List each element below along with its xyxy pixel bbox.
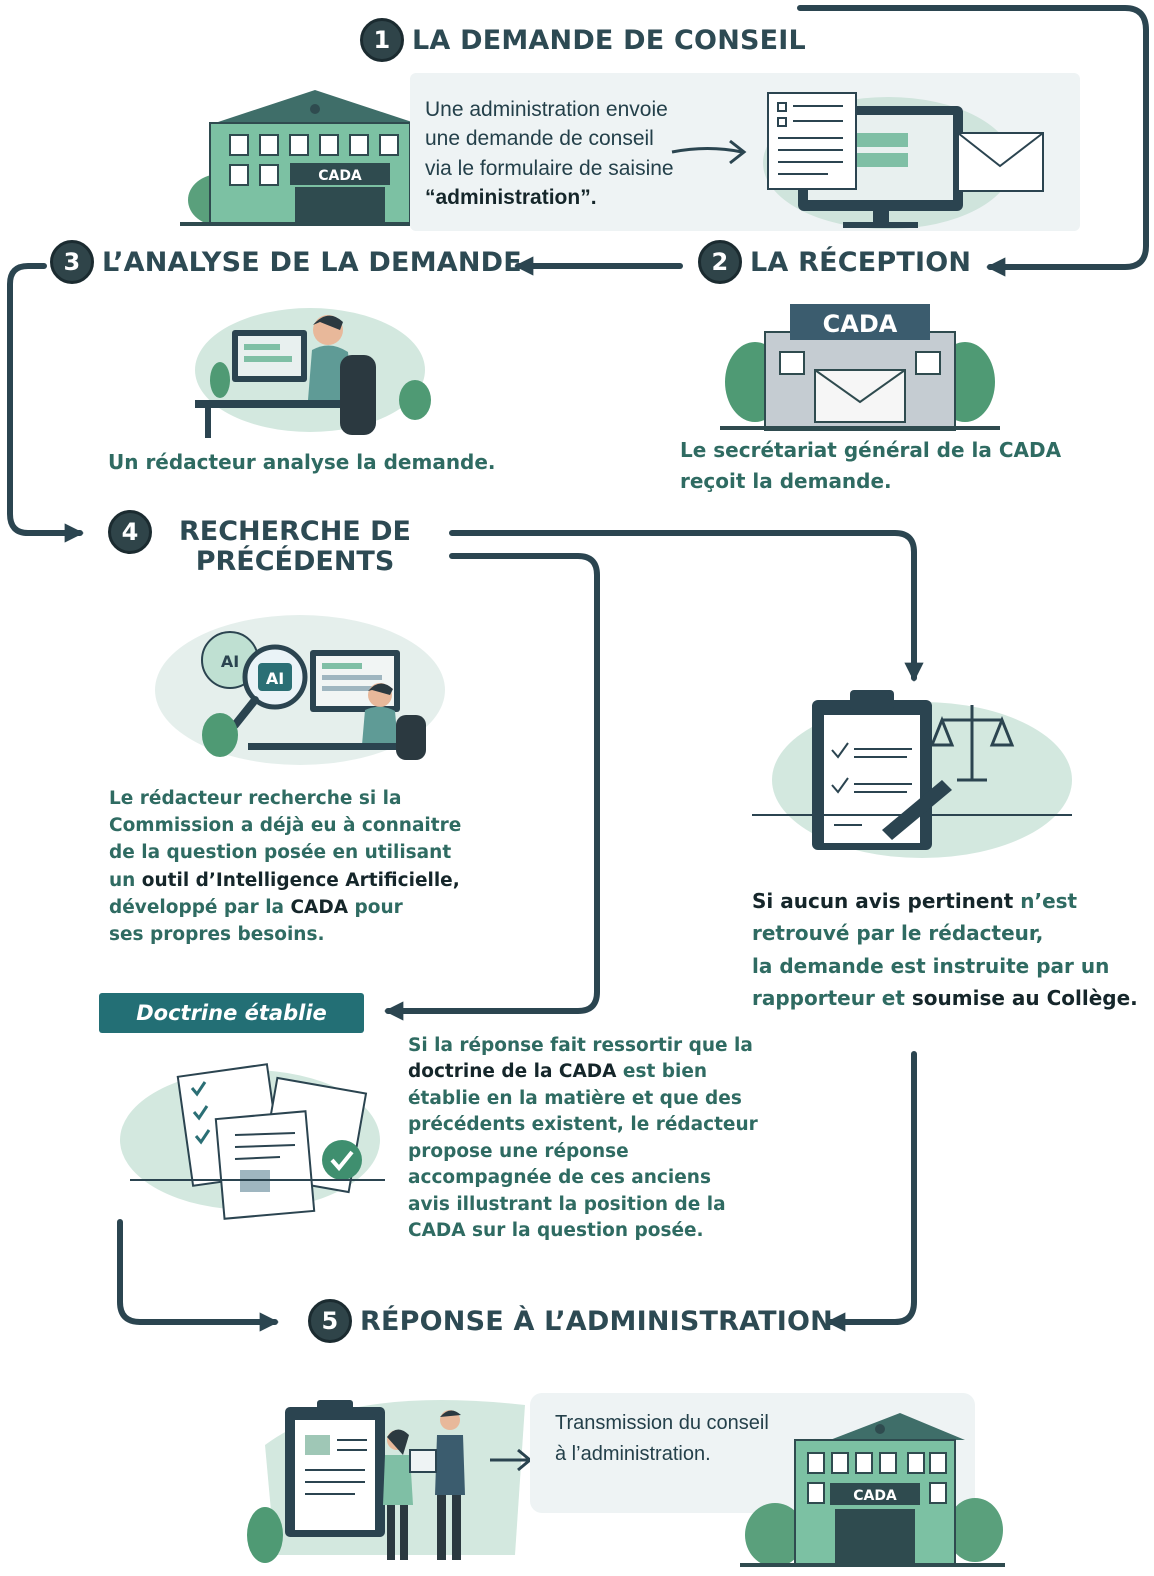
cada-building-illustration: CADA (180, 90, 415, 226)
step-1-line-2: une demande de conseil (425, 127, 654, 151)
step-4-line-2: Commission a déjà eu à connaitre (109, 815, 462, 837)
ai-search-illustration: AI AI (155, 615, 445, 765)
doctrine-line-6: accompagnée de ces anciens (408, 1167, 711, 1189)
step-2-line-1: Le secrétariat général de la CADA (680, 438, 1062, 462)
step-2-description: Le secrétariat général de la CADA reçoit… (680, 435, 1061, 497)
writer-analysis-illustration (195, 308, 431, 438)
college-line-4: rapporteur et soumise au Collège. (752, 986, 1138, 1011)
step-4-line-3: de la question posée en utilisant (109, 842, 452, 864)
arrow-3-to-4 (7, 263, 84, 543)
step-4-line-1: Le rédacteur recherche si la (109, 788, 402, 809)
step-5-label: RÉPONSE À L’ADMINISTRATION (360, 1305, 833, 1337)
arrow-1-to-2 (797, 5, 1149, 277)
step-4-title: RECHERCHE DE PRÉCÉDENTS (170, 517, 420, 576)
step-2-label: LA RÉCEPTION (750, 246, 972, 278)
documents-validated-illustration (120, 1063, 385, 1220)
reception-sign-cada: CADA (823, 310, 898, 338)
step-3-description: Un rédacteur analyse la demande. (108, 450, 496, 474)
arrow-right-icon-2 (490, 1448, 533, 1472)
step-4-title-line-1: RECHERCHE DE (179, 516, 411, 547)
step-2-number: 2 (698, 240, 742, 284)
step-4-description: Le rédacteur recherche si la Commission … (109, 785, 461, 948)
admin-building-sign: CADA (853, 1488, 897, 1504)
step-4-title-line-2: PRÉCÉDENTS (195, 545, 395, 577)
college-line-3: la demande est instruite par un (752, 953, 1110, 978)
step-1-line-4: “administration”. (425, 186, 597, 210)
saisine-administration-label: administration (435, 186, 581, 210)
step-1-label: LA DEMANDE DE CONSEIL (412, 24, 806, 56)
arrow-right-icon (671, 139, 747, 165)
ai-bulb-label: AI (221, 652, 239, 671)
doctrine-line-8: CADA sur la question posée. (408, 1220, 704, 1242)
step-3-number: 3 (50, 240, 94, 284)
step-5-line-2: à l’administration. (555, 1443, 711, 1465)
doctrine-line-3: établie en la matière et que des (408, 1087, 742, 1109)
step-5-line-1: Transmission du conseil (555, 1412, 769, 1434)
doctrine-line-4: précédents existent, le rédacteur (408, 1114, 758, 1136)
cada-reception-illustration: CADA (720, 304, 1000, 431)
step-2-line-2: reçoit la demande. (680, 469, 892, 493)
step-4-line-4: un outil d’Intelligence Artificielle, (109, 869, 460, 891)
arrow-4-to-doctrine (384, 553, 600, 1021)
step-5-description: Transmission du conseil à l’administrati… (555, 1408, 769, 1470)
college-description: Si aucun avis pertinent n’est retrouvé p… (752, 885, 1138, 1015)
step-1-line-1: Une administration envoie (425, 98, 668, 121)
step-1-description: Une administration envoie une demande de… (425, 95, 674, 213)
college-line-2: retrouvé par le rédacteur, (752, 921, 1044, 946)
college-line-1: Si aucun avis pertinent n’est (752, 889, 1078, 913)
ai-tool-highlight: outil d’Intelligence Artificielle, (141, 869, 460, 891)
doctrine-description: Si la réponse fait ressortir que la doct… (408, 1033, 758, 1245)
step-4-number: 4 (108, 510, 152, 554)
ai-chip-label: AI (266, 669, 284, 688)
step-4-line-5: développé par la CADA pour (109, 896, 403, 918)
college-highlight: soumise au Collège. (911, 986, 1138, 1011)
doctrine-line-1: Si la réponse fait ressortir que la (408, 1035, 753, 1056)
doctrine-line-2: doctrine de la CADA est bien (408, 1061, 708, 1083)
step-3-label: L’ANALYSE DE LA DEMANDE (102, 246, 522, 278)
arrow-4-to-college (449, 530, 924, 682)
handover-illustration (247, 1400, 525, 1563)
step-1-title: 1 LA DEMANDE DE CONSEIL (360, 18, 806, 62)
step-5-title: 5 RÉPONSE À L’ADMINISTRATION (308, 1299, 833, 1343)
step-4-line-6: ses propres besoins. (109, 923, 325, 945)
doctrine-line-5: propose une réponse (408, 1140, 629, 1162)
step-3-title: 3 L’ANALYSE DE LA DEMANDE (50, 240, 522, 284)
arrow-doctrine-to-5 (117, 1219, 279, 1332)
step-2-title: 2 LA RÉCEPTION (698, 240, 971, 284)
administration-building-illustration: CADA (740, 1413, 1005, 1567)
step-1-line-3: via le formulaire de saisine (425, 156, 674, 180)
building-sign-cada: CADA (318, 168, 362, 184)
doctrine-badge: Doctrine établie (99, 993, 364, 1033)
step-5-number: 5 (308, 1299, 352, 1343)
doctrine-line-7: avis illustrant la position de la (408, 1193, 726, 1215)
step-1-number: 1 (360, 18, 404, 62)
clipboard-justice-illustration (752, 690, 1072, 858)
arrow-college-to-5 (826, 1051, 917, 1332)
computer-mail-illustration (763, 92, 1044, 229)
